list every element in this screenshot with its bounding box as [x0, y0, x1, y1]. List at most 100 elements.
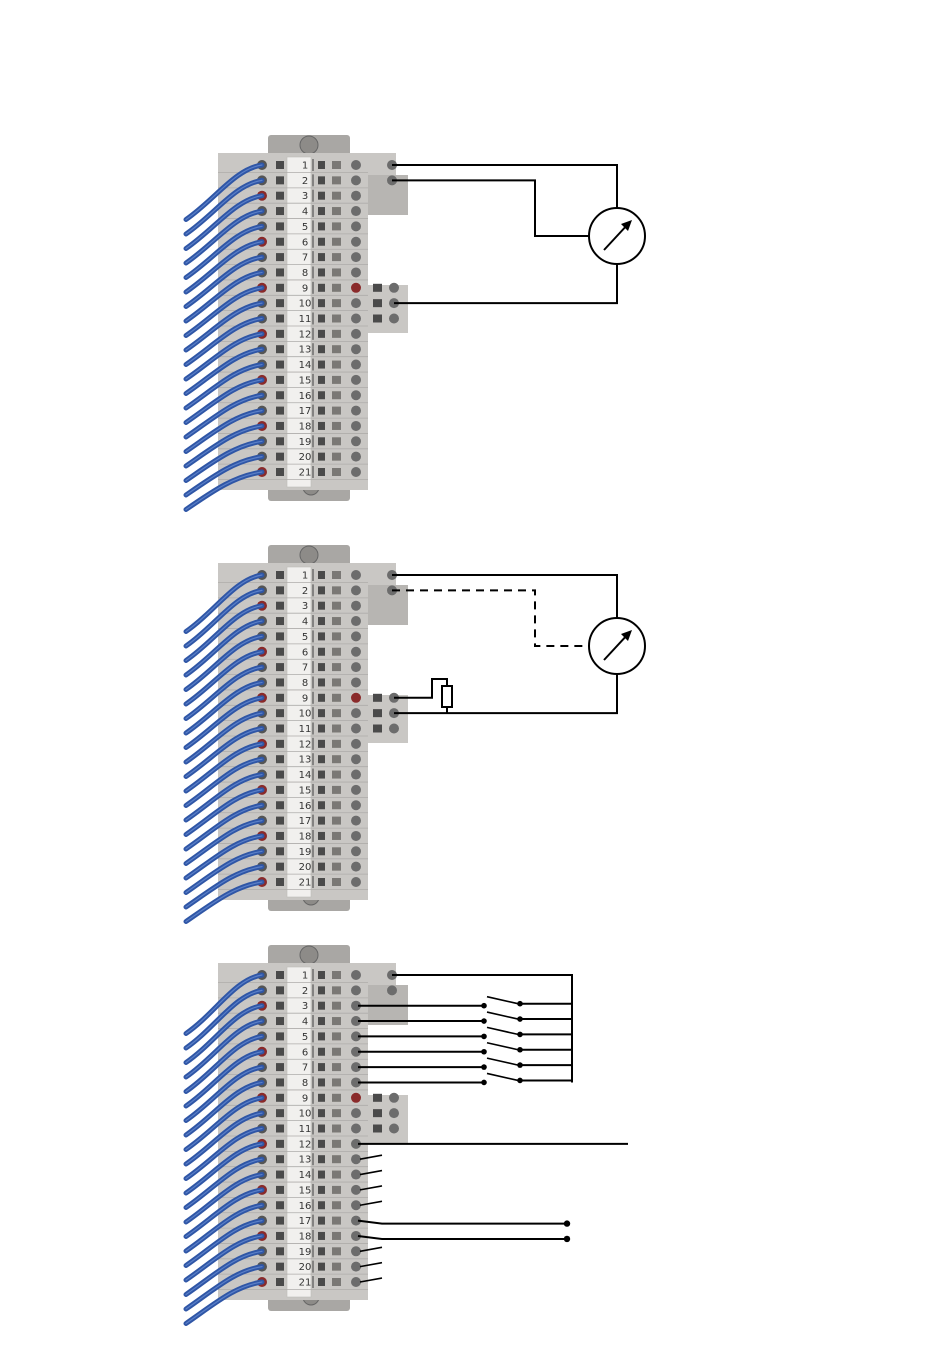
screw-icon — [351, 298, 361, 308]
screw-icon — [351, 1093, 361, 1103]
terminal-opening — [318, 586, 325, 594]
terminal-opening — [276, 1017, 284, 1025]
terminal-extension — [368, 1095, 408, 1143]
terminal-opening — [318, 284, 325, 292]
terminal-opening — [276, 817, 284, 825]
terminal-number: 17 — [299, 406, 312, 417]
terminal-opening — [318, 407, 325, 415]
terminal-number: 7 — [302, 663, 308, 674]
terminal-opening — [276, 786, 284, 794]
screw-icon — [351, 831, 361, 841]
screw-icon — [351, 314, 361, 324]
terminal-opening — [276, 1094, 284, 1102]
terminal-number: 2 — [302, 176, 308, 187]
terminal-opening — [332, 376, 341, 384]
terminal-opening — [318, 740, 325, 748]
terminal-opening — [332, 315, 341, 323]
terminal-number: 6 — [302, 237, 308, 248]
terminal-number: 11 — [299, 724, 312, 735]
terminal-opening — [276, 678, 284, 686]
terminal-opening — [276, 1171, 284, 1179]
terminal-number: 1 — [302, 161, 308, 172]
screw-icon — [351, 677, 361, 687]
terminal-opening — [276, 602, 284, 610]
terminal-number: 11 — [299, 1124, 312, 1135]
terminal-opening — [332, 330, 341, 338]
terminal-opening — [373, 1109, 382, 1117]
terminal-opening — [332, 1278, 341, 1286]
terminal-number: 8 — [302, 1078, 308, 1089]
terminal-number: 15 — [299, 785, 312, 796]
terminal-opening — [332, 648, 341, 656]
terminal-number: 18 — [299, 831, 312, 842]
terminal-opening — [332, 694, 341, 702]
terminal-opening — [332, 1247, 341, 1255]
terminal-opening — [332, 284, 341, 292]
screw-icon — [351, 739, 361, 749]
terminal-opening — [318, 1125, 325, 1133]
terminal-opening — [318, 694, 325, 702]
terminal-opening — [373, 299, 382, 307]
terminal-opening — [276, 1140, 284, 1148]
terminal-number: 4 — [302, 207, 308, 218]
terminal-opening — [318, 1140, 325, 1148]
screw-icon — [389, 1093, 399, 1103]
terminal-opening — [332, 238, 341, 246]
terminal-opening — [332, 986, 341, 994]
terminal-opening — [318, 1063, 325, 1071]
screw-icon — [387, 985, 397, 995]
terminal-opening — [318, 176, 325, 184]
terminal-opening — [318, 632, 325, 640]
terminal-opening — [318, 786, 325, 794]
terminal-number: 18 — [299, 421, 312, 432]
terminal-opening — [276, 391, 284, 399]
terminal-opening — [332, 1063, 341, 1071]
terminal-opening — [332, 602, 341, 610]
terminal-number: 11 — [299, 314, 312, 325]
terminal-opening — [276, 1232, 284, 1240]
terminal-opening — [373, 315, 382, 323]
screw-icon — [351, 360, 361, 370]
terminal-opening — [332, 453, 341, 461]
screw-icon — [351, 436, 361, 446]
terminal-opening — [276, 453, 284, 461]
terminal-opening — [276, 1201, 284, 1209]
terminal-opening — [318, 648, 325, 656]
terminal-opening — [332, 299, 341, 307]
terminal-opening — [276, 771, 284, 779]
terminal-opening — [318, 1078, 325, 1086]
terminal-number: 13 — [299, 345, 312, 356]
terminal-opening — [318, 678, 325, 686]
terminal-opening — [276, 1247, 284, 1255]
terminal-opening — [276, 1278, 284, 1286]
screw-icon — [351, 252, 361, 262]
terminal-opening — [276, 376, 284, 384]
terminal-opening — [276, 1217, 284, 1225]
screw-icon — [351, 754, 361, 764]
screw-icon — [351, 785, 361, 795]
terminal-opening — [332, 391, 341, 399]
terminal-number: 21 — [299, 1278, 312, 1289]
terminal-opening — [318, 1155, 325, 1163]
terminal-opening — [318, 1247, 325, 1255]
terminal-opening — [276, 361, 284, 369]
screw-icon — [351, 237, 361, 247]
screw-icon — [351, 616, 361, 626]
terminal-opening — [318, 192, 325, 200]
terminal-opening — [318, 1201, 325, 1209]
terminal-number: 2 — [302, 986, 308, 997]
mounting-screw-icon — [300, 946, 318, 964]
screw-icon — [351, 800, 361, 810]
terminal-opening — [318, 863, 325, 871]
terminal-opening — [332, 817, 341, 825]
terminal-opening — [373, 1125, 382, 1133]
terminal-opening — [276, 617, 284, 625]
terminal-opening — [318, 161, 325, 169]
switch-icon — [487, 1012, 518, 1019]
terminal-number: 10 — [299, 299, 312, 310]
terminal-opening — [276, 222, 284, 230]
terminal-opening — [332, 971, 341, 979]
switch-contact-dot — [481, 1049, 487, 1055]
terminal-end-dot — [564, 1236, 570, 1242]
terminal-opening — [318, 1002, 325, 1010]
